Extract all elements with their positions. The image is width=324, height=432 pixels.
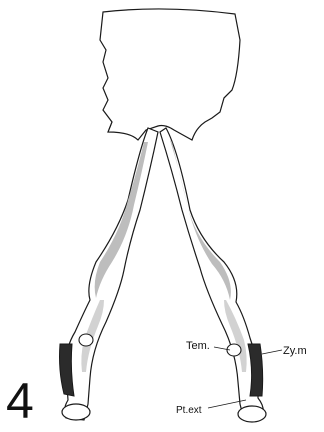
right-mandible	[160, 128, 263, 420]
left-mandible	[64, 128, 158, 420]
zym-leader-line	[262, 350, 282, 354]
left-condyle-dark	[60, 344, 75, 396]
label-pt-ext: Pt.ext	[176, 405, 202, 416]
left-condyle-knob	[62, 404, 90, 420]
cranial-plate	[100, 9, 240, 140]
right-condyle-knob	[238, 406, 266, 422]
left-tem-process	[79, 334, 93, 346]
label-tem: Tem.	[186, 340, 210, 352]
label-zym: Zy.m	[283, 345, 307, 357]
figure-number: 4	[6, 376, 34, 426]
